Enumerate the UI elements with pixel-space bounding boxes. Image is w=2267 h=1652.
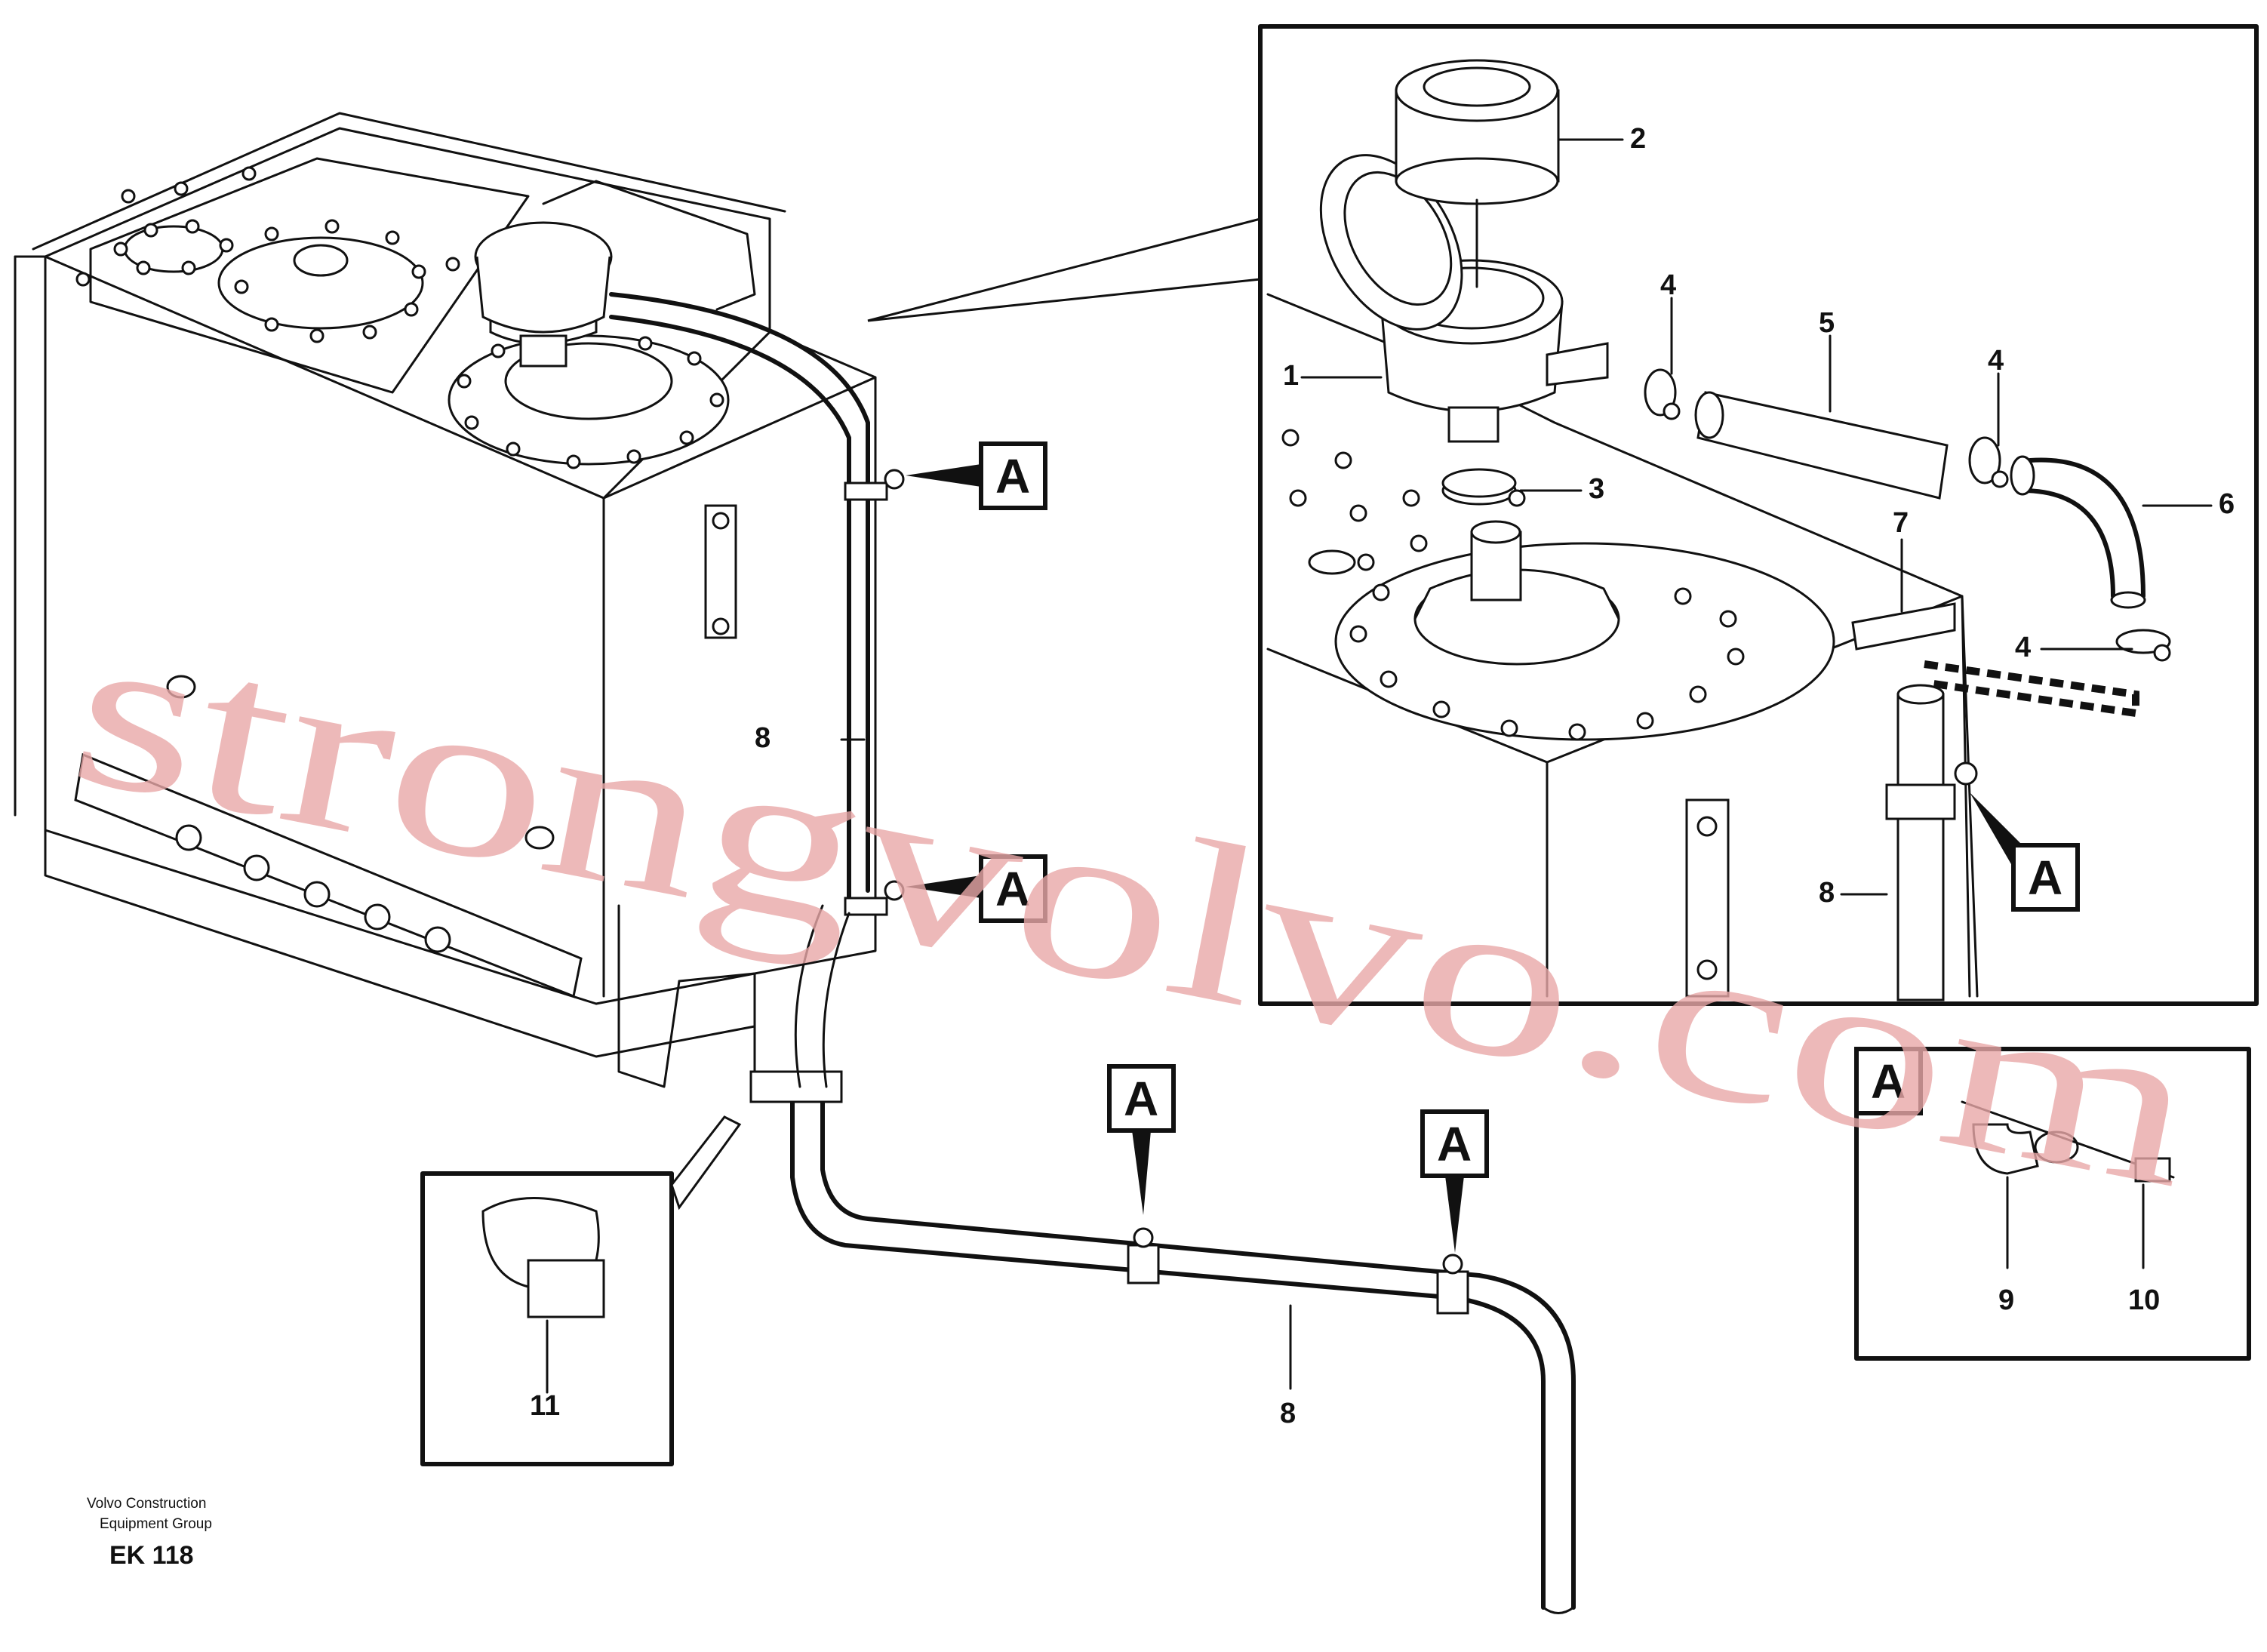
callout-numbers: 1 2 3 4 5 4 6 7 4 8 8 8 9 10 11	[530, 123, 2235, 1429]
reference-tags: A A A A A A	[906, 441, 2080, 1253]
drawing-code: EK 118	[109, 1541, 194, 1570]
callout-6: 6	[2219, 488, 2235, 520]
publisher-line-1: Volvo Construction	[87, 1496, 206, 1512]
detail-leader	[867, 217, 1262, 322]
callout-3: 3	[1589, 473, 1604, 505]
inset-11-clamp	[420, 1115, 742, 1466]
callout-9: 9	[1998, 1284, 2014, 1316]
hydraulic-tank	[14, 112, 905, 1088]
callout-2: 2	[1630, 123, 1646, 155]
leader-lines	[840, 138, 2213, 1390]
callout-1: 1	[1283, 360, 1299, 392]
tank-top-bolts	[75, 166, 460, 343]
callout-10: 10	[2128, 1284, 2160, 1316]
callout-8-detail: 8	[1819, 877, 1835, 909]
flange-bolts	[457, 336, 724, 469]
tag-a-detail: A	[2028, 851, 2062, 905]
publisher-footer: Volvo Construction Equipment Group EK 11…	[87, 1496, 212, 1570]
inset-a-clamp	[1854, 1047, 2251, 1361]
tag-a-lower: A	[995, 862, 1030, 916]
detail-flange-bolts	[1281, 429, 1745, 741]
tag-a-upper: A	[995, 449, 1030, 503]
tag-a-inset: A	[1871, 1054, 1906, 1109]
callout-4a: 4	[1660, 269, 1676, 301]
callout-11: 11	[530, 1390, 560, 1422]
callout-5: 5	[1819, 307, 1835, 339]
callout-4c: 4	[2015, 632, 2031, 663]
detail-view-breather	[1258, 24, 2259, 1006]
callout-7: 7	[1893, 507, 1909, 539]
publisher-line-2: Equipment Group	[100, 1516, 212, 1532]
callout-4b: 4	[1988, 345, 2004, 377]
hose-pipe-8	[749, 904, 1576, 1614]
callout-8-lower: 8	[1280, 1398, 1296, 1429]
callout-8-main: 8	[755, 722, 771, 754]
tag-a-pipe-2: A	[1437, 1117, 1472, 1171]
tag-a-pipe-1: A	[1124, 1072, 1158, 1126]
manifold-ports	[175, 824, 451, 953]
